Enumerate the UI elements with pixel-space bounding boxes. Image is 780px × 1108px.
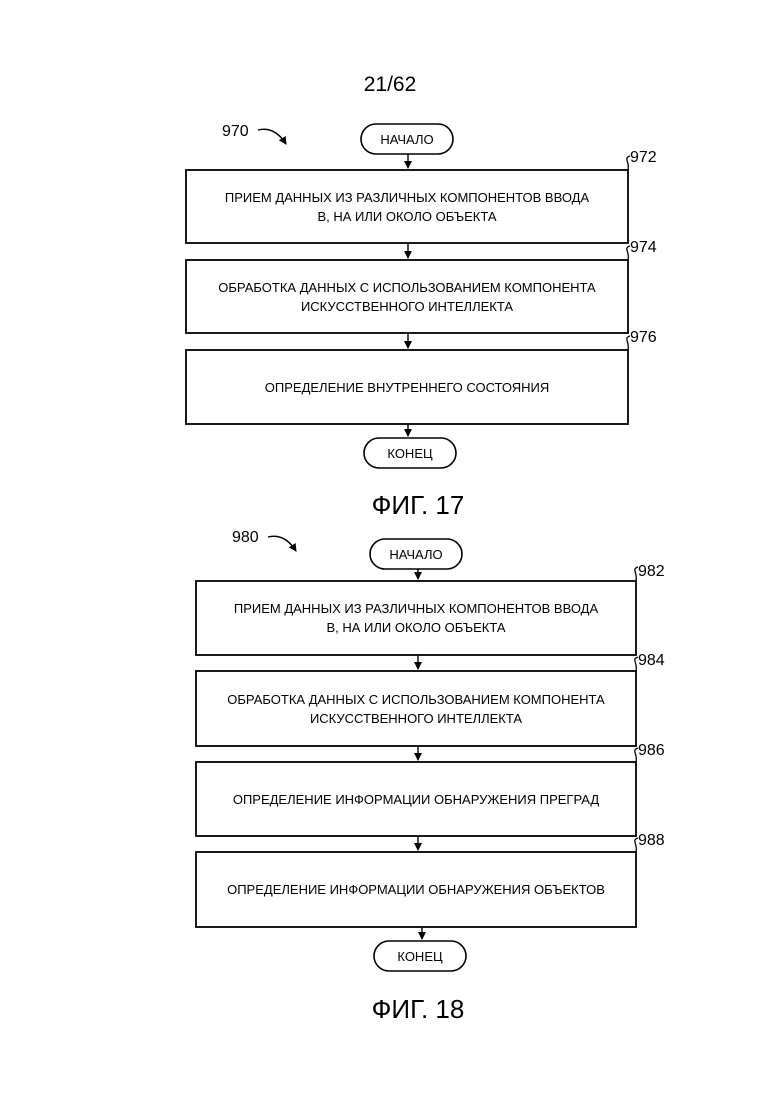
process-step-972-line-2: В, НА ИЛИ ОКОЛО ОБЪЕКТА	[317, 209, 496, 224]
figure-17-ref: 970	[222, 123, 249, 140]
figure-18: 980 НАЧАЛО ПРИЕМ ДАННЫХ ИЗ РАЗЛИЧНЫХ КОМ…	[196, 529, 665, 1024]
process-step-976-line-1: ОПРЕДЕЛЕНИЕ ВНУТРЕННЕГО СОСТОЯНИЯ	[265, 380, 549, 395]
process-step-984-line-2: ИСКУССТВЕННОГО ИНТЕЛЛЕКТА	[310, 711, 522, 726]
process-step-972-ref: 972	[630, 149, 657, 166]
page-number: 21/62	[364, 73, 417, 96]
start-label: НАЧАЛО	[380, 132, 433, 147]
figure-17-caption: ФИГ. 17	[372, 490, 465, 520]
process-step-974-line-2: ИСКУССТВЕННОГО ИНТЕЛЛЕКТА	[301, 299, 513, 314]
process-step-974	[186, 260, 628, 333]
figure-18-caption: ФИГ. 18	[372, 994, 465, 1024]
process-step-972-line-1: ПРИЕМ ДАННЫХ ИЗ РАЗЛИЧНЫХ КОМПОНЕНТОВ ВВ…	[225, 190, 590, 205]
start-label: НАЧАЛО	[389, 547, 442, 562]
process-step-982-line-1: ПРИЕМ ДАННЫХ ИЗ РАЗЛИЧНЫХ КОМПОНЕНТОВ ВВ…	[234, 601, 599, 616]
process-step-972	[186, 170, 628, 243]
process-step-976-ref: 976	[630, 329, 657, 346]
end-label: КОНЕЦ	[387, 446, 433, 461]
process-step-984	[196, 671, 636, 746]
process-step-974-line-1: ОБРАБОТКА ДАННЫХ С ИСПОЛЬЗОВАНИЕМ КОМПОН…	[218, 280, 596, 295]
figure-18-ref: 980	[232, 529, 259, 546]
process-step-988-line-1: ОПРЕДЕЛЕНИЕ ИНФОРМАЦИИ ОБНАРУЖЕНИЯ ОБЪЕК…	[227, 882, 605, 897]
process-step-984-line-1: ОБРАБОТКА ДАННЫХ С ИСПОЛЬЗОВАНИЕМ КОМПОН…	[227, 692, 605, 707]
figure-18-ref-arrow	[268, 536, 296, 551]
figure-17-ref-arrow	[258, 129, 286, 144]
end-label: КОНЕЦ	[397, 949, 443, 964]
process-step-982	[196, 581, 636, 655]
process-step-986-line-1: ОПРЕДЕЛЕНИЕ ИНФОРМАЦИИ ОБНАРУЖЕНИЯ ПРЕГР…	[233, 792, 600, 807]
figure-17: 970 НАЧАЛО ПРИЕМ ДАННЫХ ИЗ РАЗЛИЧНЫХ КОМ…	[186, 123, 657, 520]
process-step-988-ref: 988	[638, 832, 665, 849]
process-step-982-ref: 982	[638, 563, 665, 580]
process-step-984-ref: 984	[638, 652, 665, 669]
process-step-982-line-2: В, НА ИЛИ ОКОЛО ОБЪЕКТА	[326, 620, 505, 635]
process-step-974-ref: 974	[630, 239, 657, 256]
process-step-986-ref: 986	[638, 742, 665, 759]
